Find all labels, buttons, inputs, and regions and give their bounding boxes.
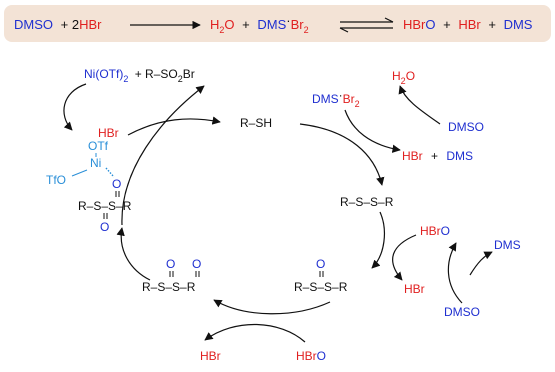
arrow-cycle-to-rso2br xyxy=(121,85,205,226)
ni-otf2-label: Ni(OTf)2 + R–SO2Br xyxy=(84,67,195,85)
arrow-dmso-to-h2o xyxy=(398,85,441,125)
rsh-label: R–SH xyxy=(240,116,272,130)
banner-products: H2O + DMS·Br2 xyxy=(210,13,309,35)
arrow-to-dms xyxy=(469,251,493,276)
hbro-right: HBrO xyxy=(420,224,450,238)
arrow-hbro-in xyxy=(392,234,417,281)
arrow-disulfoxide-to-complex xyxy=(116,227,151,281)
o-disulf-2: O xyxy=(192,257,201,271)
banner-equilibrium-products: HBrO + HBr + DMS xyxy=(403,17,533,32)
o-down-left: O xyxy=(100,220,109,234)
banner-equation: DMSO + 2HBr xyxy=(14,17,102,32)
thiosulfinate-label: R–S–S–R xyxy=(294,280,348,294)
dmsbr2-label: DMS·Br2 xyxy=(312,88,360,109)
arrow-dmso-to-hbro xyxy=(447,242,463,304)
disulfoxide-label: R–S–S–R xyxy=(142,280,196,294)
tfo-label: TfO xyxy=(46,173,66,187)
hbr-bottom: HBr xyxy=(200,349,221,363)
dmso-right-lower: DMSO xyxy=(444,305,480,319)
dmso-top: DMSO xyxy=(448,120,484,134)
disulfide-label: R–S–S–R xyxy=(340,195,394,209)
o-coordinated: O xyxy=(112,177,121,191)
hbr-right-lower: HBr xyxy=(404,282,425,296)
banner-background xyxy=(4,5,551,42)
arrow-rsh-to-disulfide xyxy=(299,123,385,186)
banner-plus: + 2 xyxy=(61,17,79,32)
o-disulf-1: O xyxy=(166,257,175,271)
h2o-top: H2O xyxy=(392,69,415,86)
arrow-dmsbr2-down xyxy=(344,109,401,153)
arrow-disulfide-down xyxy=(371,211,386,269)
arrow-bottom-exchange xyxy=(204,323,306,343)
dms-right-lower: DMS xyxy=(494,238,521,252)
arrow-ni-to-complex xyxy=(63,83,87,131)
thiosulfonate-complex: R–S–S–R xyxy=(78,199,132,213)
hbr-dms-right: HBr + DMS xyxy=(402,149,473,163)
arrow-thiosulfinate-to-disulfoxide xyxy=(213,299,331,315)
otf-label: OTf xyxy=(88,139,109,153)
hbr-top: HBr xyxy=(98,126,119,140)
banner-equilibrium-arrow xyxy=(339,17,394,33)
arrow-hbr-to-rsh xyxy=(127,116,221,136)
banner-hbr: HBr xyxy=(79,17,102,32)
banner-dmso: DMSO xyxy=(14,17,53,32)
ni-label: Ni xyxy=(90,156,101,170)
o-thiosulfinate: O xyxy=(316,257,325,271)
hbro-bottom: HBrO xyxy=(296,349,326,363)
